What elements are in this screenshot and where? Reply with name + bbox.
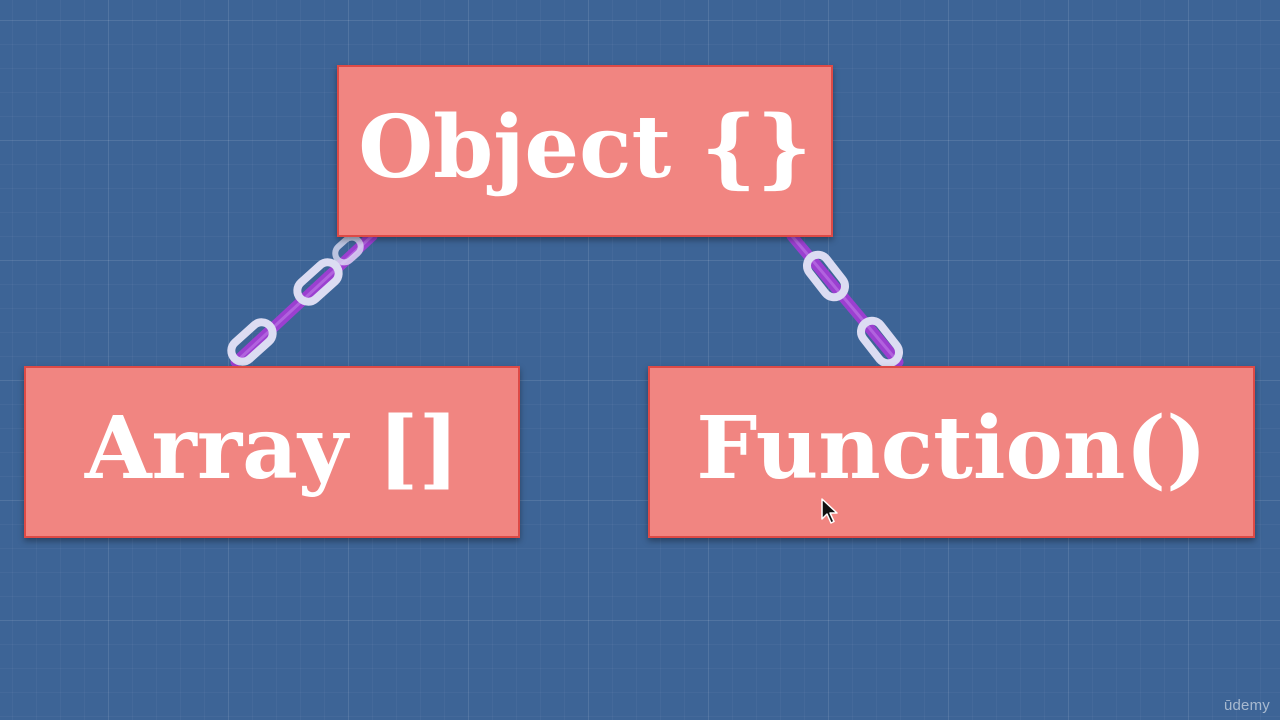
node-function: Function() (648, 366, 1255, 538)
node-object-label: Object {} (358, 97, 812, 198)
chain-object-array (227, 230, 378, 368)
udemy-watermark-logo: ūdemy (1223, 697, 1270, 714)
mouse-cursor-icon (821, 498, 838, 524)
node-array: Array [] (24, 366, 520, 538)
node-function-label: Function() (696, 398, 1207, 499)
chain-object-function (786, 230, 904, 368)
node-object: Object {} (337, 65, 833, 237)
node-array-label: Array [] (84, 398, 460, 499)
